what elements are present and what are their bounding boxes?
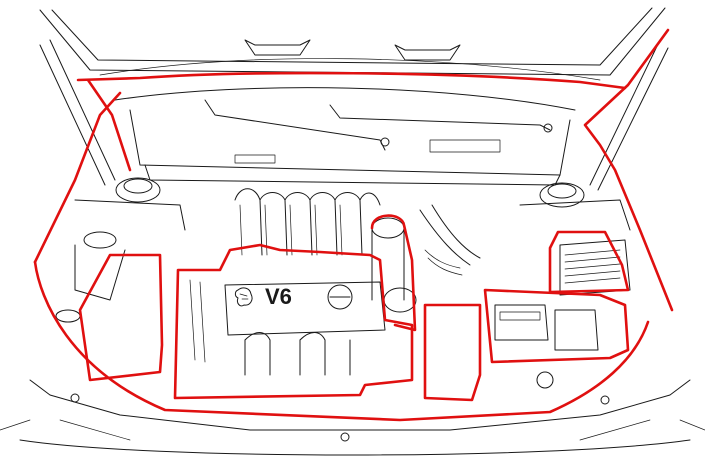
lion-emblem-icon bbox=[234, 287, 253, 307]
air-intake-duct bbox=[419, 204, 481, 276]
highlight-right-fender bbox=[583, 28, 674, 312]
hood-struts bbox=[39, 39, 669, 191]
highlight-engine-cover bbox=[173, 243, 414, 400]
throttle-body bbox=[371, 217, 417, 313]
lower-bumper bbox=[0, 379, 705, 456]
hood-lid bbox=[39, 7, 666, 81]
highlight-coolant-tank bbox=[78, 253, 164, 382]
intake-runners bbox=[234, 188, 381, 256]
fuse-box bbox=[559, 239, 631, 296]
highlight-battery bbox=[483, 288, 630, 364]
highlight-intake-manifold bbox=[370, 214, 417, 332]
highlight-air-filter bbox=[423, 303, 482, 402]
battery-detail bbox=[494, 304, 599, 389]
engine-cover-detail: V6 bbox=[189, 279, 386, 376]
engine-badge-text: V6 bbox=[265, 284, 292, 309]
fender-wells bbox=[74, 177, 631, 231]
coolant-reservoir bbox=[55, 231, 126, 323]
highlight-left-fender bbox=[33, 78, 132, 264]
highlight-fuse-box bbox=[548, 230, 630, 294]
highlight-engine-bay-perimeter bbox=[33, 260, 650, 422]
windshield-cowl bbox=[114, 87, 576, 186]
highlight-hood-seal bbox=[76, 71, 627, 90]
